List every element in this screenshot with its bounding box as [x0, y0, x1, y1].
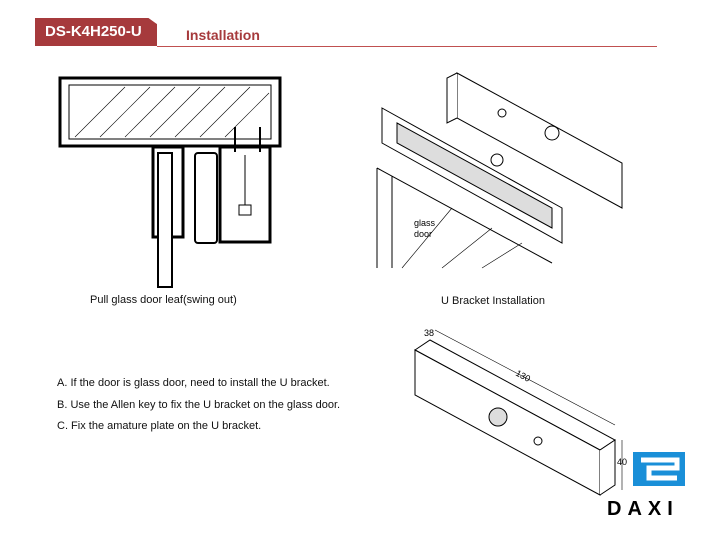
bracket-dimension-diagram: 38 130 40 [414, 328, 627, 496]
step-a: A. If the door is glass door, need to in… [57, 377, 330, 389]
u-bracket-installation-diagram: glass door [376, 72, 623, 269]
glass-label-1: glass [414, 218, 436, 228]
step-c: C. Fix the amature plate on the U bracke… [57, 420, 262, 432]
left-caption: Pull glass door leaf(swing out) [90, 294, 237, 306]
header-divider [157, 46, 657, 47]
logo-text: DAXI [607, 498, 679, 520]
right-caption: U Bracket Installation [441, 295, 545, 307]
dim-length: 130 [514, 368, 532, 384]
daxi-logo: DAXI [607, 452, 685, 520]
door-leaf-diagram [58, 76, 282, 288]
model-tab: DS-K4H250-U [35, 18, 157, 46]
section-title: Installation [186, 27, 260, 43]
glass-label-2: door [414, 229, 432, 239]
dim-height: 40 [617, 457, 627, 467]
step-b: B. Use the Allen key to fix the U bracke… [57, 399, 341, 411]
dim-depth: 38 [424, 328, 434, 338]
